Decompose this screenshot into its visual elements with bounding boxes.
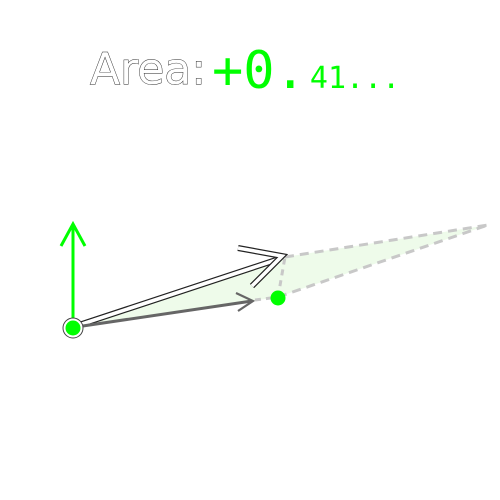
- area-value-rest: 41...: [310, 61, 400, 96]
- dashed-edge-connector: [254, 295, 279, 302]
- area-value-main: +0.: [212, 41, 306, 101]
- area-region: [74, 225, 488, 328]
- dashed-edge-short: [276, 256, 287, 298]
- area-label: Area:: [90, 44, 206, 95]
- up-arrow-icon[interactable]: [59, 220, 87, 326]
- dashed-edge-top: [284, 223, 489, 259]
- dashed-edge-bottom: [277, 223, 489, 299]
- area-value: +0.41...: [212, 41, 400, 101]
- vector-a-arrow[interactable]: [75, 292, 256, 329]
- origin-point-icon[interactable]: [62, 317, 84, 339]
- vector-b-arrow[interactable]: [75, 245, 289, 329]
- drag-handle-icon[interactable]: [270, 290, 286, 306]
